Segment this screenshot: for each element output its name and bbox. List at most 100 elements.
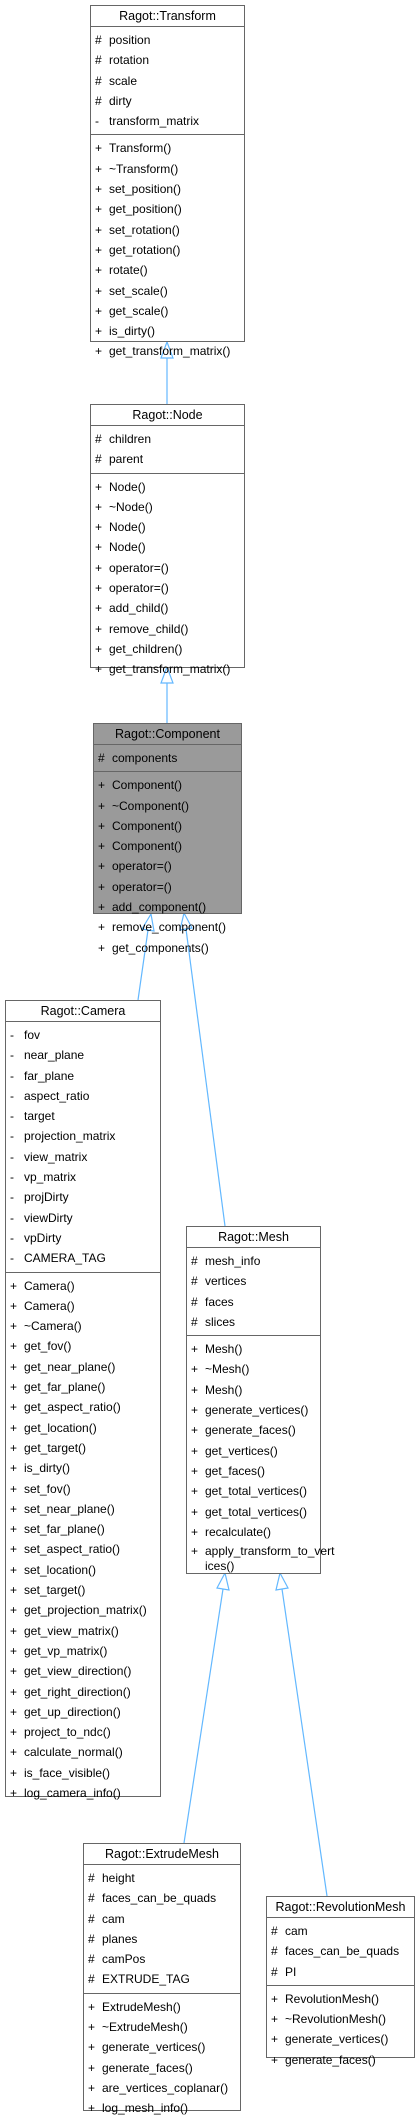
attribute-row[interactable]: #rotation [91, 50, 244, 70]
method-row[interactable]: +Node() [91, 477, 244, 497]
method-row[interactable]: +get_near_plane() [6, 1357, 160, 1377]
method-row[interactable]: +is_face_visible() [6, 1763, 160, 1783]
method-row[interactable]: +get_view_direction() [6, 1661, 160, 1681]
method-row[interactable]: +get_up_direction() [6, 1702, 160, 1722]
method-row[interactable]: +~Camera() [6, 1316, 160, 1336]
method-row[interactable]: +is_dirty() [91, 321, 244, 341]
method-row[interactable]: +get_far_plane() [6, 1377, 160, 1397]
method-row[interactable]: +~ExtrudeMesh() [84, 2017, 240, 2037]
method-row[interactable]: +Node() [91, 517, 244, 537]
method-row[interactable]: +recalculate() [187, 1522, 320, 1542]
attribute-row[interactable]: #cam [267, 1921, 414, 1941]
method-row[interactable]: +are_vertices_coplanar() [84, 2078, 240, 2098]
method-row[interactable]: +~Mesh() [187, 1359, 320, 1379]
method-row[interactable]: +get_right_direction() [6, 1682, 160, 1702]
method-row[interactable]: +set_target() [6, 1580, 160, 1600]
method-row[interactable]: +project_to_ndc() [6, 1722, 160, 1742]
attribute-row[interactable]: #PI [267, 1962, 414, 1982]
attribute-row[interactable]: #camPos [84, 1949, 240, 1969]
attribute-row[interactable]: #children [91, 429, 244, 449]
attribute-row[interactable]: -vp_matrix [6, 1167, 160, 1187]
class-box-mesh[interactable]: Ragot::Mesh #mesh_info#vertices#faces#sl… [186, 1226, 334, 1574]
class-box-revolution-mesh[interactable]: Ragot::RevolutionMesh #cam#faces_can_be_… [266, 1896, 415, 2067]
method-row[interactable]: +Component() [94, 836, 241, 856]
attribute-row[interactable]: #height [84, 1868, 240, 1888]
attribute-row[interactable]: -target [6, 1106, 160, 1126]
method-row[interactable]: +~Component() [94, 796, 241, 816]
method-row[interactable]: +get_transform_matrix() [91, 659, 244, 679]
method-row[interactable]: +Node() [91, 537, 244, 557]
method-row[interactable]: +generate_faces() [187, 1420, 320, 1440]
attribute-row[interactable]: #slices [187, 1312, 320, 1332]
method-row[interactable]: +get_faces() [187, 1461, 320, 1481]
method-row[interactable]: +generate_faces() [267, 2050, 414, 2070]
method-row[interactable]: +Mesh() [187, 1380, 320, 1400]
method-row[interactable]: +generate_vertices() [84, 2037, 240, 2057]
method-row[interactable]: +~Node() [91, 497, 244, 517]
method-row[interactable]: +get_fov() [6, 1336, 160, 1356]
method-row[interactable]: +Transform() [91, 138, 244, 158]
attribute-row[interactable]: -near_plane [6, 1045, 160, 1065]
class-box-extrude-mesh[interactable]: Ragot::ExtrudeMesh #height#faces_can_be_… [83, 1843, 241, 2115]
attribute-row[interactable]: -transform_matrix [91, 111, 244, 131]
method-row[interactable]: +set_near_plane() [6, 1499, 160, 1519]
class-box-camera[interactable]: Ragot::Camera -fov-near_plane-far_plane-… [5, 1000, 161, 1800]
method-row[interactable]: +Component() [94, 816, 241, 836]
method-row[interactable]: +Component() [94, 775, 241, 795]
method-row[interactable]: +is_dirty() [6, 1458, 160, 1478]
method-row[interactable]: +get_target() [6, 1438, 160, 1458]
method-row[interactable]: +rotate() [91, 260, 244, 280]
method-row[interactable]: +generate_vertices() [187, 1400, 320, 1420]
method-row[interactable]: +~Transform() [91, 159, 244, 179]
method-row[interactable]: +get_total_vertices() [187, 1481, 320, 1501]
attribute-row[interactable]: #mesh_info [187, 1251, 320, 1271]
class-box-node[interactable]: Ragot::Node #children#parent +Node()+~No… [90, 404, 245, 676]
method-row[interactable]: +generate_faces() [84, 2058, 240, 2078]
attribute-row[interactable]: #faces_can_be_quads [267, 1941, 414, 1961]
method-row[interactable]: +set_aspect_ratio() [6, 1539, 160, 1559]
method-row[interactable]: +get_components() [94, 938, 241, 958]
method-row[interactable]: +get_children() [91, 639, 244, 659]
method-row[interactable]: +set_rotation() [91, 220, 244, 240]
method-row[interactable]: +operator=() [94, 877, 241, 897]
attribute-row[interactable]: #dirty [91, 91, 244, 111]
method-row[interactable]: +get_view_matrix() [6, 1621, 160, 1641]
method-row[interactable]: +remove_child() [91, 619, 244, 639]
method-row[interactable]: +get_aspect_ratio() [6, 1397, 160, 1417]
method-row[interactable]: +calculate_normal() [6, 1742, 160, 1762]
attribute-row[interactable]: -projDirty [6, 1187, 160, 1207]
method-row[interactable]: +Camera() [6, 1276, 160, 1296]
method-row[interactable]: +set_location() [6, 1560, 160, 1580]
method-row[interactable]: +add_component() [94, 897, 241, 917]
method-row[interactable]: +set_far_plane() [6, 1519, 160, 1539]
attribute-row[interactable]: -fov [6, 1025, 160, 1045]
attribute-row[interactable]: #faces [187, 1292, 320, 1312]
method-row[interactable]: +get_total_vertices() [187, 1502, 320, 1522]
method-row[interactable]: +get_vertices() [187, 1441, 320, 1461]
attribute-row[interactable]: #components [94, 748, 241, 768]
method-row[interactable]: +operator=() [91, 558, 244, 578]
method-row[interactable]: +generate_vertices() [267, 2029, 414, 2049]
attribute-row[interactable]: -projection_matrix [6, 1126, 160, 1146]
class-box-component[interactable]: Ragot::Component #components +Component(… [93, 723, 242, 955]
attribute-row[interactable]: #position [91, 30, 244, 50]
method-row[interactable]: +get_position() [91, 199, 244, 219]
method-row[interactable]: +set_scale() [91, 281, 244, 301]
method-row[interactable]: +~RevolutionMesh() [267, 2009, 414, 2029]
method-row[interactable]: +log_mesh_info() [84, 2098, 240, 2118]
attribute-row[interactable]: #parent [91, 449, 244, 469]
method-row[interactable]: +Mesh() [187, 1339, 320, 1359]
method-row[interactable]: +operator=() [94, 856, 241, 876]
attribute-row[interactable]: #vertices [187, 1271, 320, 1291]
method-row[interactable]: +set_position() [91, 179, 244, 199]
attribute-row[interactable]: -view_matrix [6, 1147, 160, 1167]
method-row[interactable]: +get_projection_matrix() [6, 1600, 160, 1620]
method-row[interactable]: +get_scale() [91, 301, 244, 321]
method-row[interactable]: +operator=() [91, 578, 244, 598]
method-row[interactable]: +add_child() [91, 598, 244, 618]
method-row[interactable]: +get_location() [6, 1418, 160, 1438]
attribute-row[interactable]: #planes [84, 1929, 240, 1949]
method-row[interactable]: +get_vp_matrix() [6, 1641, 160, 1661]
attribute-row[interactable]: #cam [84, 1909, 240, 1929]
attribute-row[interactable]: -aspect_ratio [6, 1086, 160, 1106]
